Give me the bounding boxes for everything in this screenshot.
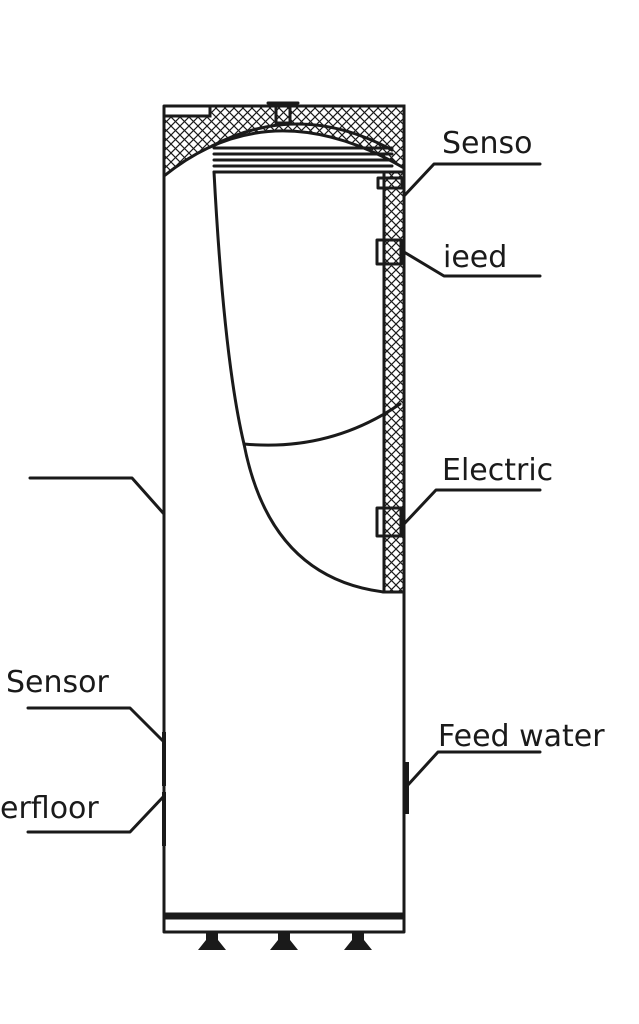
cutaway-curve xyxy=(242,402,402,447)
leader-feed-water xyxy=(405,750,542,788)
foot-middle xyxy=(270,932,298,950)
inner-tank-dome xyxy=(210,122,394,152)
label-underfloor-left: erfloor xyxy=(0,791,99,826)
inner-tank-wall xyxy=(212,170,386,594)
electric-fitting xyxy=(375,506,403,538)
label-electric: Electric xyxy=(442,453,553,488)
leader-feed-top xyxy=(402,250,542,278)
top-insulation xyxy=(162,104,406,180)
feed-fitting-top xyxy=(375,238,403,266)
side-insulation xyxy=(382,170,406,594)
leader-sensor-top xyxy=(402,162,542,198)
foot-left xyxy=(198,932,226,950)
tank-base xyxy=(162,912,406,934)
label-feed-water: Feed water xyxy=(438,719,605,754)
foot-right xyxy=(344,932,372,950)
condenser-coils xyxy=(212,146,394,174)
sensor-fitting-top xyxy=(376,176,404,190)
label-feed-top: ieed xyxy=(443,240,507,275)
label-sensor-left: Sensor xyxy=(6,665,109,700)
leader-electric xyxy=(402,488,542,526)
leader-mid-left xyxy=(28,476,166,516)
leader-underfloor-left xyxy=(26,794,166,834)
top-connector xyxy=(266,101,300,125)
leader-sensor-left xyxy=(26,706,166,744)
tank-housing xyxy=(162,104,406,918)
label-sensor-top: Senso xyxy=(442,126,533,161)
